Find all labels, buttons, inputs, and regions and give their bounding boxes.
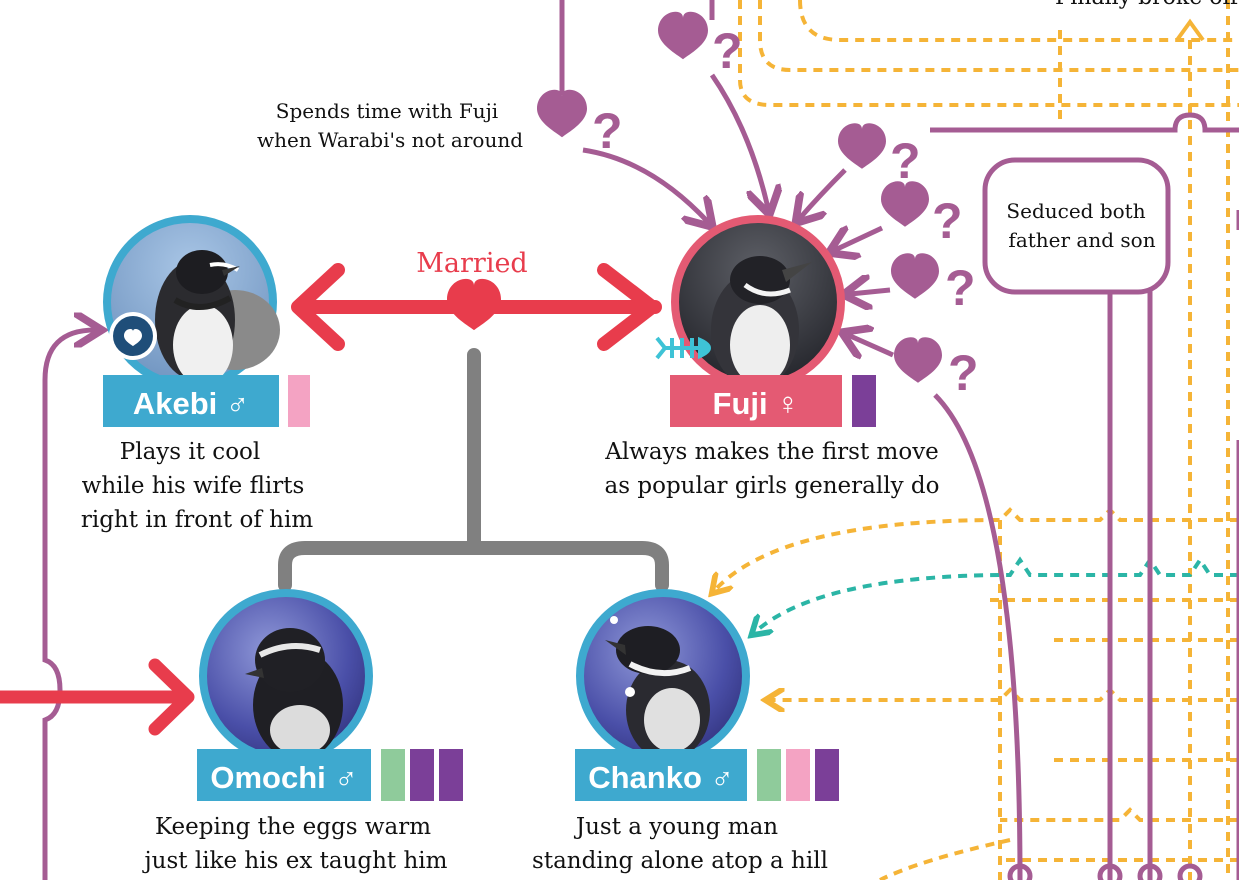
penguin-desc: while his wife flirts — [82, 473, 305, 499]
question-mark: ? — [948, 345, 979, 401]
trait-tag — [852, 375, 876, 427]
fish-bone-icon — [655, 336, 711, 360]
trait-tag — [410, 749, 434, 801]
family-connector — [278, 348, 669, 592]
penguin-desc: Always makes the first move — [604, 439, 939, 465]
question-mark: ? — [712, 23, 743, 79]
married-heart-icon — [447, 278, 501, 331]
question-mark: ? — [592, 103, 623, 159]
penguin-desc: Plays it cool — [120, 439, 261, 465]
penguin-name: Chanko ♂ — [588, 760, 734, 795]
seduced-note-line2: father and son — [1008, 228, 1155, 252]
seduced-note-line1: Seduced both — [1006, 199, 1145, 223]
orange-dashed-lines — [715, 0, 1239, 880]
trait-tag — [786, 749, 810, 801]
penguin-name: Omochi ♂ — [210, 760, 357, 795]
trait-tag — [381, 749, 405, 801]
trait-tag — [288, 375, 310, 427]
penguin-desc: right in front of him — [81, 507, 313, 533]
penguin-fuji[interactable]: Fuji ♀ Always makes the first move as po… — [604, 215, 940, 499]
penguin-omochi[interactable]: Omochi ♂ Keeping the eggs warm just like… — [142, 589, 463, 874]
penguin-desc: just like his ex taught him — [142, 848, 448, 874]
question-marks: ? ? ? ? ? ? — [592, 23, 979, 401]
trait-tag — [439, 749, 463, 801]
penguin-name: Fuji ♀ — [713, 386, 800, 421]
seduced-note-box — [982, 157, 1171, 295]
trait-tag — [815, 749, 839, 801]
penguin-name: Akebi ♂ — [133, 386, 249, 421]
penguin-desc: Just a young man — [574, 814, 778, 840]
purple-arrows-to-fuji — [582, 73, 895, 355]
penguin-desc: standing alone atop a hill — [532, 848, 828, 874]
top-cut-label: Finally broke off — [1055, 0, 1239, 10]
married-label: Married — [416, 248, 527, 279]
question-mark: ? — [932, 193, 963, 249]
purple-bottom-loops — [1007, 863, 1203, 880]
penguin-chanko[interactable]: Chanko ♂ Just a young man standing alone… — [532, 589, 839, 874]
penguin-akebi[interactable]: Akebi ♂ Plays it cool while his wife fli… — [81, 215, 313, 533]
purple-affair-lines — [42, 0, 1239, 880]
penguin-desc: Keeping the eggs warm — [155, 814, 431, 840]
spends-time-note-line2: when Warabi's not around — [257, 128, 523, 152]
question-mark: ? — [945, 260, 976, 316]
penguin-desc: as popular girls generally do — [605, 473, 940, 499]
orange-arrow-up-icon — [1175, 18, 1205, 42]
trait-tag — [757, 749, 781, 801]
red-arrow-to-omochi — [0, 658, 195, 736]
question-mark: ? — [890, 133, 921, 189]
teal-dashed-line — [755, 556, 1239, 632]
spends-time-note-line1: Spends time with Fuji — [276, 99, 498, 123]
